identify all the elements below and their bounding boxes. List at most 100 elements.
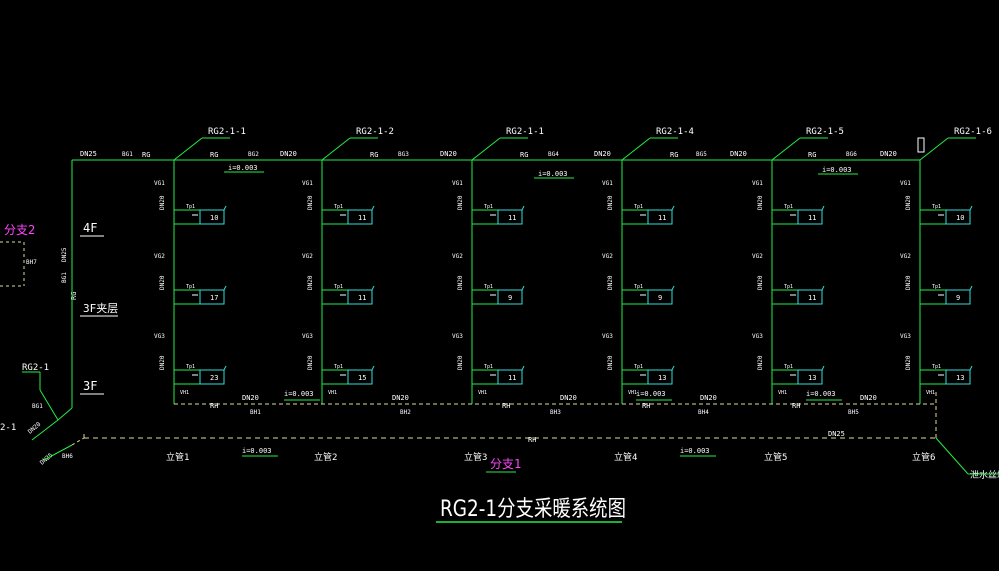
radiator-vent	[671, 285, 675, 291]
valve-tag: Tp1	[484, 204, 493, 210]
riser-code: VG2	[154, 253, 165, 260]
radiator	[497, 369, 523, 385]
radiator-section-count: 11	[358, 294, 366, 302]
return-pipe-label: RH	[792, 402, 800, 410]
return-segment-size: DN20	[560, 394, 577, 402]
riser-code: VG3	[602, 333, 613, 340]
return-segment-size: DN20	[860, 394, 877, 402]
riser-size: DN20	[607, 355, 614, 370]
radiator-section-count: 9	[956, 294, 960, 302]
riser-code: VG3	[154, 333, 165, 340]
valve-tag: Tp1	[334, 204, 343, 210]
radiator-section-count: 10	[956, 214, 964, 222]
supply-segment-size: DN20	[730, 150, 747, 158]
radiator	[347, 369, 373, 385]
riser-size: DN20	[607, 195, 614, 210]
riser-size: DN20	[307, 275, 314, 290]
branch-leader-diagonal	[621, 137, 651, 161]
return-pipe-label: RH	[642, 402, 650, 410]
radiator-section-count: 17	[210, 294, 218, 302]
riser-code: VG2	[900, 253, 911, 260]
radiator-section-count: 11	[808, 214, 816, 222]
radiator-vent	[969, 365, 973, 371]
radiator	[647, 209, 673, 225]
supply-slope-text: i=0.003	[822, 166, 852, 174]
return-slope-text: i=0.003	[806, 390, 836, 398]
return-segment-code: BH4	[698, 409, 709, 416]
radiator-vent	[521, 285, 525, 291]
riser-size: DN20	[159, 195, 166, 210]
supply-pipe-label: RG	[370, 151, 378, 159]
rg2-1-label: RG2-1	[22, 363, 49, 373]
riser-code: VG2	[302, 253, 313, 260]
return-pipe-label: RH	[502, 402, 510, 410]
return-pipe-label: RH	[210, 402, 218, 410]
riser-size: DN20	[757, 195, 764, 210]
radiator	[347, 209, 373, 225]
branch-label-4: RG2-1-4	[656, 127, 694, 137]
riser-code: VG1	[752, 180, 763, 187]
radiator-vent	[371, 205, 375, 211]
supply-segment-code: BG1	[122, 151, 133, 158]
radiator-section-count: 11	[508, 214, 516, 222]
riser-code: VG3	[452, 333, 463, 340]
riser-code: VG2	[452, 253, 463, 260]
return-segment-code: BH5	[848, 409, 859, 416]
main-riser-code: BG1	[61, 272, 68, 283]
radiator-vent	[821, 285, 825, 291]
supply-pipe-label: RG	[670, 151, 678, 159]
supply-slope-text: i=0.003	[228, 164, 258, 172]
riser-code: VG1	[602, 180, 613, 187]
radiator-section-count: 13	[658, 374, 666, 382]
supply-segment-code: BG6	[846, 151, 857, 158]
riser-code: VG1	[900, 180, 911, 187]
radiator-section-count: 11	[658, 214, 666, 222]
branch-label-2: RG2-1-2	[356, 127, 394, 137]
main-riser-size: DN25	[80, 150, 97, 158]
supply-pipe-label: RG	[142, 151, 150, 159]
branch-leader-diagonal	[771, 137, 801, 161]
valve-tag: Tp1	[484, 284, 493, 290]
riser-size: DN20	[307, 355, 314, 370]
radiator-vent	[223, 285, 227, 291]
radiator-vent	[371, 365, 375, 371]
branch-leader-diagonal	[919, 137, 949, 161]
radiator-vent	[223, 205, 227, 211]
return-segment-size: DN20	[392, 394, 409, 402]
riser-size: DN20	[905, 355, 912, 370]
riser-code: VG3	[900, 333, 911, 340]
radiator-vent	[821, 365, 825, 371]
radiator	[945, 289, 971, 305]
radiator	[199, 289, 225, 305]
riser-code: VG1	[154, 180, 165, 187]
riser-label-1: 立管1	[166, 451, 189, 463]
return-segment-size: DN20	[242, 394, 259, 402]
return-segment-size: DN20	[700, 394, 717, 402]
riser-size: DN20	[905, 275, 912, 290]
riser-size: DN20	[159, 355, 166, 370]
main-return-slope-text: i=0.003	[680, 447, 710, 455]
radiator	[945, 209, 971, 225]
radiator-vent	[223, 365, 227, 371]
riser-label-4: 立管4	[614, 451, 637, 463]
radiator	[497, 209, 523, 225]
bg1-left-label: BG1	[32, 403, 43, 410]
riser-size: DN20	[607, 275, 614, 290]
supply-segment-code: BG3	[398, 151, 409, 158]
radiator-section-count: 13	[808, 374, 816, 382]
radiator-section-count: 15	[358, 374, 366, 382]
main-return-diagonal	[43, 444, 73, 461]
radiator-vent	[969, 285, 973, 291]
main-riser-dn: DN25	[61, 247, 68, 262]
radiator-vent	[671, 365, 675, 371]
radiator-section-count: 23	[210, 374, 218, 382]
radiator	[945, 369, 971, 385]
radiator-vent	[969, 205, 973, 211]
radiator-section-count: 13	[956, 374, 964, 382]
return-segment-code: BH2	[400, 409, 411, 416]
branch-leader-diagonal	[321, 137, 351, 161]
floor-label-3f: 3F	[83, 379, 97, 393]
riser-code: VG2	[602, 253, 613, 260]
riser-label-5: 立管5	[764, 451, 787, 463]
